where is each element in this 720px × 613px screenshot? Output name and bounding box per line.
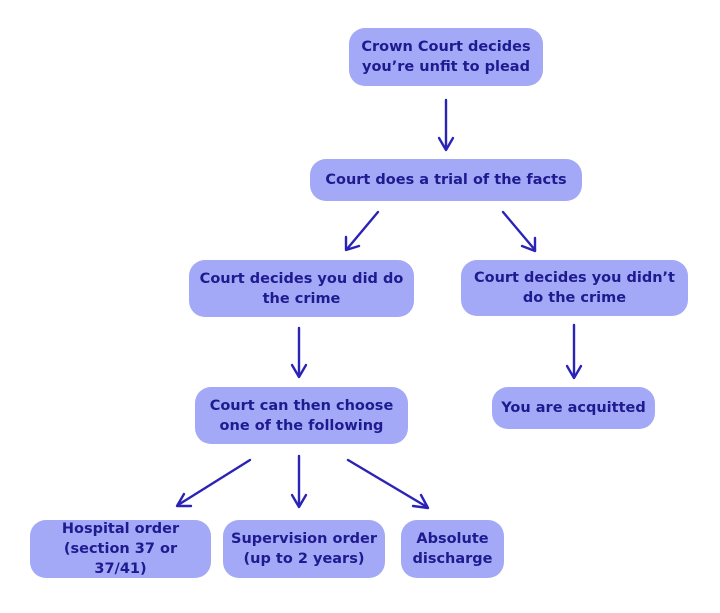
node-absolute-discharge: Absolute discharge: [401, 520, 504, 578]
node-acquitted: You are acquitted: [492, 387, 655, 429]
arrow-unfit-to-trial: [437, 98, 455, 152]
arrow-choose-to-hospital: [175, 458, 252, 508]
arrow-choose-to-supervision: [290, 454, 308, 509]
node-trial-of-facts: Court does a trial of the facts: [310, 159, 582, 201]
node-hospital-order: Hospital order (section 37 or 37/41): [30, 520, 211, 578]
arrow-choose-to-absolute: [346, 458, 430, 510]
node-unfit-to-plead: Crown Court decides you’re unfit to plea…: [349, 28, 543, 86]
arrow-trial-to-did: [344, 210, 380, 252]
node-did-do-crime: Court decides you did do the crime: [189, 260, 414, 317]
node-didnt-do-crime: Court decides you didn’t do the crime: [461, 260, 688, 316]
node-supervision-order: Supervision order (up to 2 years): [223, 520, 385, 578]
arrow-didnt-to-acquitted: [565, 323, 583, 380]
arrow-did-to-choose: [290, 326, 308, 379]
node-choose-following: Court can then choose one of the followi…: [195, 387, 408, 444]
arrow-trial-to-didnt: [501, 210, 537, 253]
